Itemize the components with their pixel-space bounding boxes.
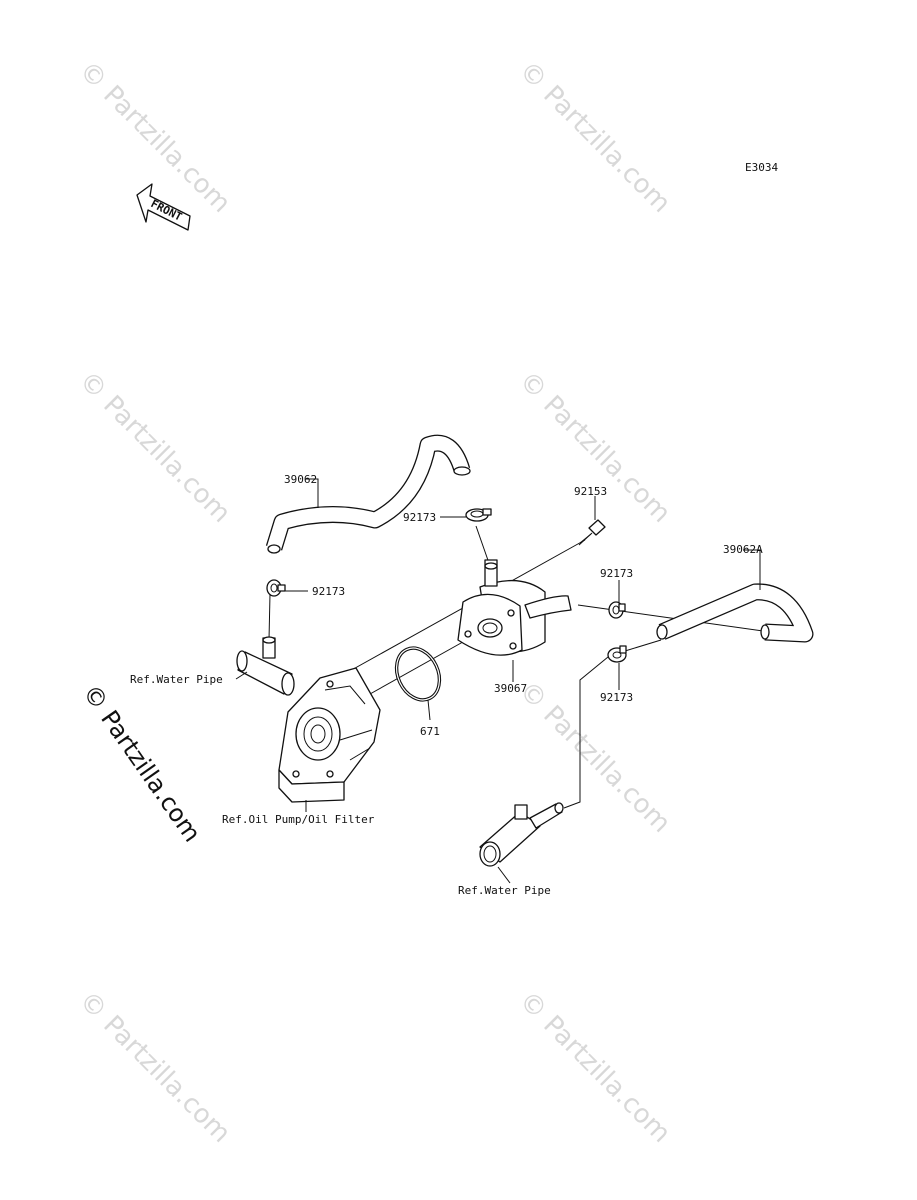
- water-pipe-left: [236, 636, 295, 696]
- label-92173-top: 92173: [403, 511, 436, 524]
- leader-lines: [235, 478, 761, 884]
- watermark-1: © Partzilla.com: [73, 56, 236, 219]
- clamp-right-lower: [607, 645, 627, 663]
- bolt-92153: [578, 519, 606, 546]
- watermark-7: © Partzilla.com: [513, 986, 676, 1149]
- oil-pump-housing: [278, 667, 381, 803]
- label-92153: 92153: [574, 485, 607, 498]
- label-39062: 39062: [284, 473, 317, 486]
- label-ref-water-pipe-bottom: Ref.Water Pipe: [458, 884, 551, 897]
- front-arrow-icon: FRONT: [136, 183, 191, 231]
- watermark-6: © Partzilla.com: [73, 986, 236, 1149]
- oil-cooler-39067: [457, 559, 572, 656]
- label-671: 671: [420, 725, 440, 738]
- diagram-code: E3034: [745, 161, 778, 174]
- watermark-2: © Partzilla.com: [513, 56, 676, 219]
- watermark-3: © Partzilla.com: [73, 366, 236, 529]
- watermarks: © Partzilla.com © Partzilla.com © Partzi…: [73, 56, 676, 1149]
- clamp-left: [266, 579, 286, 597]
- side-watermark: © Partzilla.com: [77, 679, 206, 847]
- label-92173-right-lower: 92173: [600, 691, 633, 704]
- clamp-right-upper: [608, 601, 626, 619]
- hose-39062: [265, 434, 471, 554]
- o-ring-671: [394, 646, 442, 702]
- label-92173-right-upper: 92173: [600, 567, 633, 580]
- labels: 39062 92173 92173 92153 39062A 92173 921…: [130, 473, 763, 897]
- label-ref-water-pipe-left: Ref.Water Pipe: [130, 673, 223, 686]
- label-39067: 39067: [494, 682, 527, 695]
- label-39062a: 39062A: [723, 543, 763, 556]
- label-ref-oil-pump-filter: Ref.Oil Pump/Oil Filter: [222, 813, 375, 826]
- hose-39062a: [656, 583, 814, 643]
- label-92173-left: 92173: [312, 585, 345, 598]
- clamp-top: [465, 508, 492, 522]
- water-pipe-bottom: [479, 802, 564, 867]
